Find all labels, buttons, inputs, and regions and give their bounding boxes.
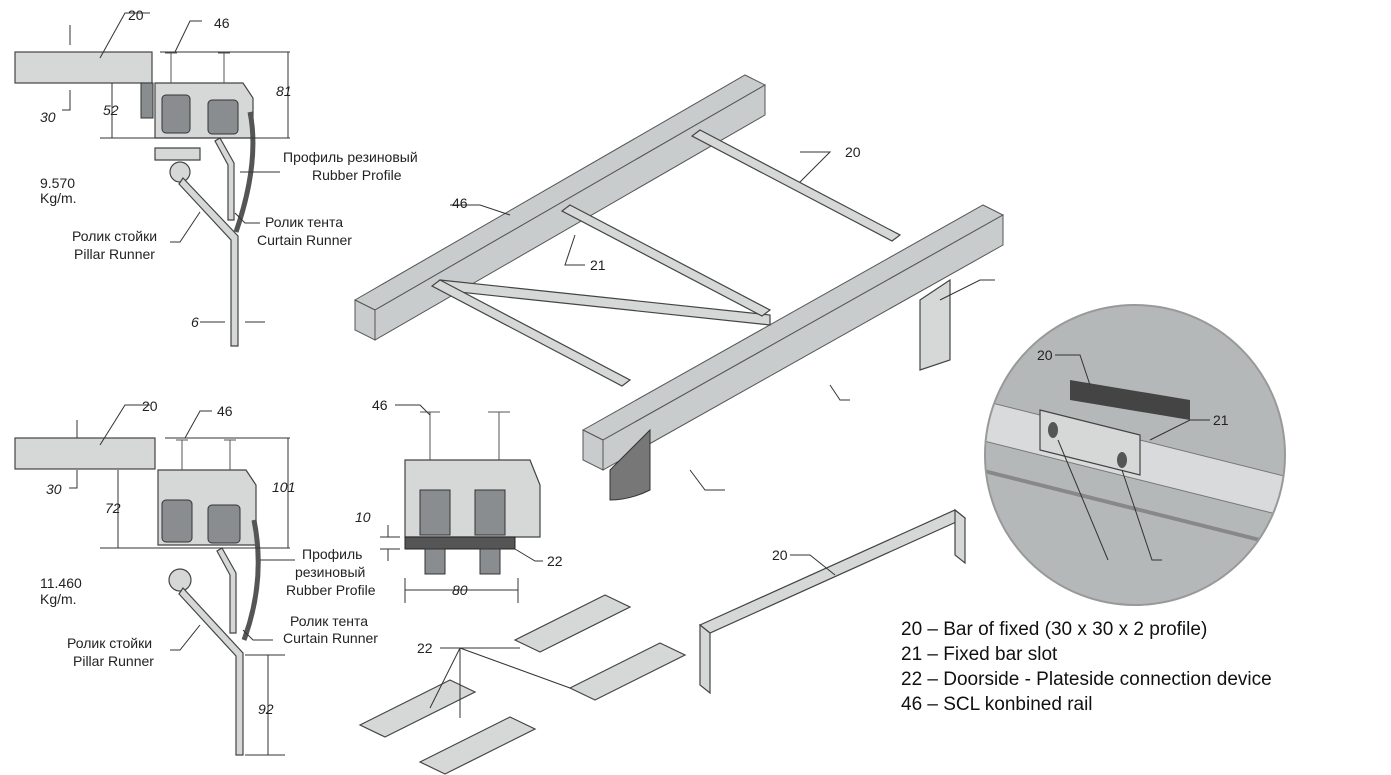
connector-section: 46 10 22 80 — [355, 397, 563, 603]
loose-bar: 20 — [698, 508, 967, 695]
callout-20: 20 — [772, 547, 788, 563]
section-bottom: 20 46 101 30 72 11.460 Kg/m. Профиль рез… — [14, 398, 378, 756]
callout-21: 21 — [590, 257, 606, 273]
rubber-profile-ru-1: Профиль — [302, 546, 362, 562]
curtain-runner-arm — [214, 137, 235, 221]
dim-72: 72 — [105, 500, 121, 516]
weight-value: 9.570 — [40, 175, 75, 191]
cross-bar — [430, 279, 632, 387]
cross-bar — [690, 129, 902, 242]
dim-30: 30 — [46, 481, 62, 497]
dim-10: 10 — [355, 509, 371, 525]
bar-slot-21 — [1039, 409, 1141, 476]
dim-92: 92 — [258, 701, 274, 717]
callout-20: 20 — [128, 7, 144, 23]
pillar-runner-en: Pillar Runner — [74, 246, 155, 262]
curtain-runner-ru: Ролик тента — [265, 214, 343, 230]
callout-21: 21 — [1213, 412, 1229, 428]
fixed-bar-20 — [14, 51, 153, 84]
curtain-runner-ru: Ролик тента — [290, 613, 368, 629]
callout-46: 46 — [214, 15, 230, 31]
pillar-runner-ru: Ролик стойки — [67, 635, 152, 651]
pillar-runner-arm — [178, 587, 244, 756]
rubber-profile-en: Rubber Profile — [312, 167, 402, 183]
dim-81: 81 — [276, 83, 292, 99]
connection-plates: 22 — [358, 594, 687, 775]
rubber-flap — [609, 428, 651, 501]
bar-20 — [1070, 380, 1190, 420]
pillar-runner-pivot — [168, 568, 192, 592]
weight-unit: Kg/m. — [40, 190, 77, 206]
legend-item-21: 21 – Fixed bar slot — [901, 644, 1058, 665]
dim-101: 101 — [272, 479, 295, 495]
callout-20: 20 — [142, 398, 158, 414]
curtain-roller — [207, 504, 241, 544]
curtain-runner-en: Curtain Runner — [283, 630, 378, 646]
rubber-profile — [233, 111, 256, 233]
bolt-left — [419, 489, 451, 536]
curtain-roller — [207, 99, 239, 135]
pillar-runner-arm — [178, 177, 239, 347]
callout-22: 22 — [417, 640, 433, 656]
callout-22: 22 — [547, 553, 563, 569]
section-top: 20 46 81 30 52 9.570 Kg/m. Профиль резин… — [14, 7, 418, 347]
callout-20: 20 — [1037, 347, 1053, 363]
callout-46: 46 — [452, 195, 468, 211]
rubber-profile — [241, 519, 261, 641]
rail-frame: 46 20 21 — [353, 74, 1005, 501]
cross-bar — [560, 204, 772, 317]
connection-plate-22 — [404, 536, 516, 550]
weight-unit: Kg/m. — [40, 591, 77, 607]
detail-view: 20 21 — [984, 304, 1286, 606]
pillar-runner-ru: Ролик стойки — [72, 228, 157, 244]
plate — [513, 594, 632, 653]
callout-46: 46 — [217, 403, 233, 419]
pillar-runner-en: Pillar Runner — [73, 653, 154, 669]
bolt-right — [474, 489, 506, 536]
plate — [418, 716, 537, 775]
dim-30: 30 — [40, 109, 56, 125]
bar-bracket — [140, 82, 154, 119]
weight-value: 11.460 — [40, 575, 82, 591]
legend: 20 – Bar of fixed (30 x 30 x 2 profile) … — [901, 619, 1272, 715]
dim-6: 6 — [191, 314, 199, 330]
callout-20: 20 — [845, 144, 861, 160]
dim-80: 80 — [452, 582, 468, 598]
rubber-profile-ru-2: резиновый — [295, 564, 365, 580]
fixed-bar-20 — [14, 437, 156, 470]
pillar-roller — [161, 499, 193, 543]
callout-46: 46 — [372, 397, 388, 413]
pillar-runner-pivot — [169, 161, 191, 183]
legend-item-22: 22 – Doorside - Plateside connection dev… — [901, 669, 1272, 690]
legend-item-46: 46 – SCL konbined rail — [901, 694, 1093, 715]
curtain-runner-en: Curtain Runner — [257, 232, 352, 248]
plate — [568, 642, 687, 701]
rubber-profile-en: Rubber Profile — [286, 582, 376, 598]
pillar-roller — [161, 94, 191, 134]
dim-52: 52 — [103, 102, 119, 118]
bracket — [919, 278, 951, 371]
bar-20 — [698, 509, 967, 634]
rubber-profile-ru: Профиль резиновый — [283, 149, 418, 165]
legend-item-20: 20 – Bar of fixed (30 x 30 x 2 profile) — [901, 619, 1207, 640]
plate — [358, 679, 477, 738]
curtain-runner-arm — [216, 547, 237, 634]
